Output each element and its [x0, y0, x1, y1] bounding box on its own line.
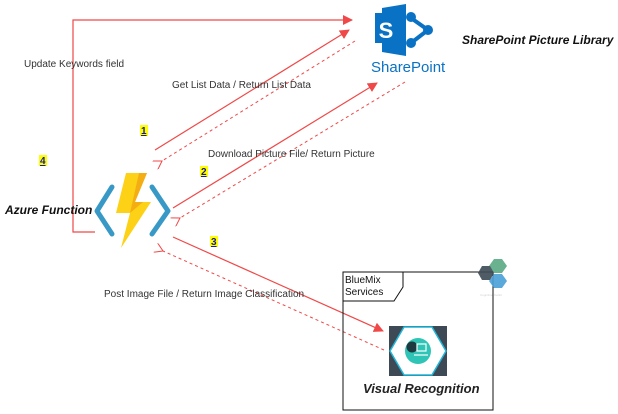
flow-1-step-highlight [140, 125, 148, 136]
lightning-bolt-icon [116, 173, 151, 248]
flow-2-step-number: 2 [201, 167, 207, 178]
bluemix-label-line2: Services [345, 287, 383, 298]
azure-function-node: Azure Function [4, 173, 171, 248]
flow-1-step-number: 1 [141, 126, 147, 137]
flow-2-response-arrow [180, 81, 406, 218]
sharepoint-logo-letter: S [379, 18, 394, 43]
bluemix-services-container: BlueMix Services Cognitive Toolkit Visua… [342, 259, 507, 411]
cognitive-hexagon-badge-icon: Cognitive Toolkit [478, 259, 507, 297]
flow-4-step-number: 4 [40, 156, 46, 167]
flow-2-request-arrow [172, 82, 378, 209]
flow-4-step-highlight [39, 155, 47, 166]
cognitive-badge-caption: Cognitive Toolkit [480, 293, 502, 297]
flow-1-get-list-data: Get List Data / Return List Data 1 [140, 29, 356, 161]
flow-3-step-number: 3 [211, 237, 217, 248]
sharepoint-node: S SharePoint SharePoint Picture Library [371, 4, 615, 76]
flow-3-post-image: Post Image File / Return Image Classific… [104, 236, 385, 351]
flow-2-step-highlight [200, 166, 208, 177]
azure-function-icon [94, 173, 171, 248]
visual-recognition-title: Visual Recognition [363, 381, 480, 396]
flow-4-update-keywords: Update Keywords field 4 [24, 15, 353, 233]
flow-4-label: Update Keywords field [24, 59, 124, 70]
flow-3-request-arrow [172, 236, 384, 332]
flow-3-step-highlight [210, 236, 218, 247]
sharepoint-logo-icon: S [375, 4, 433, 56]
left-bracket-icon [94, 184, 115, 237]
visual-recognition-icon [389, 326, 447, 376]
flow-2-download-picture: Download Picture File/ Return Picture 2 [172, 81, 406, 218]
sharepoint-title: SharePoint Picture Library [462, 33, 615, 47]
flow-3-label: Post Image File / Return Image Classific… [104, 289, 304, 300]
flow-2-label: Download Picture File/ Return Picture [208, 149, 375, 160]
right-bracket-icon [149, 184, 171, 237]
flow-4-arrow [72, 15, 353, 233]
flow-3-response-arrow [163, 251, 385, 351]
bluemix-label-line1: BlueMix [345, 275, 381, 286]
sharepoint-logo-wordmark: SharePoint [371, 59, 446, 76]
flow-1-request-arrow [154, 29, 350, 151]
flow-1-response-arrow [162, 40, 356, 161]
azure-function-title: Azure Function [4, 203, 92, 217]
flow-1-label: Get List Data / Return List Data [172, 80, 311, 91]
